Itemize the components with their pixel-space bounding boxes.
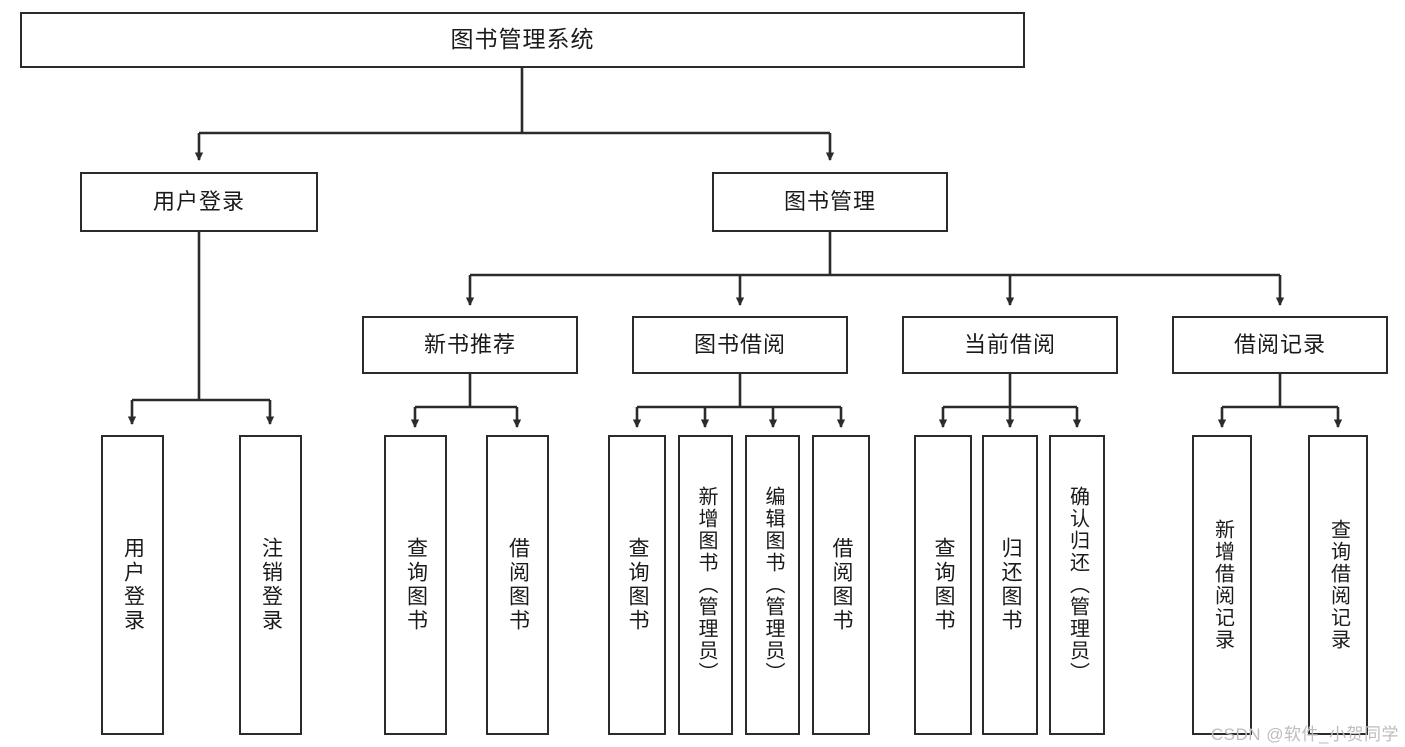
node-label: 查询图书 [932,537,956,633]
node-label: 新增图书（管理员） [695,486,717,684]
node-label: 借阅图书 [830,537,854,633]
node-label: 新增借阅记录 [1211,519,1234,651]
node-label: 查询图书 [626,537,650,633]
leaf-borrow-query-book[interactable]: 查询图书 [608,435,666,735]
node-book-borrow[interactable]: 图书借阅 [632,316,848,374]
node-label: 用户登录 [121,537,145,633]
node-label: 借阅图书 [506,537,530,633]
leaf-recommend-borrow-book[interactable]: 借阅图书 [486,435,549,735]
node-label: 借阅记录 [1233,331,1326,357]
csdn-watermark: CSDN @软件_小贺同学 [1210,725,1399,744]
node-label: 图书管理系统 [450,26,595,53]
node-label: 查询借阅记录 [1327,519,1350,651]
leaf-record-query-record[interactable]: 查询借阅记录 [1308,435,1368,735]
node-label: 注销登录 [259,537,283,633]
leaf-current-return-book[interactable]: 归还图书 [982,435,1038,735]
node-borrow-record[interactable]: 借阅记录 [1172,316,1388,374]
node-label: 图书借阅 [693,331,786,357]
node-label: 图书管理 [783,188,876,214]
leaf-current-confirm-return-admin[interactable]: 确认归还（管理员） [1049,435,1105,735]
node-label: 当前借阅 [963,331,1056,357]
leaf-current-query-book[interactable]: 查询图书 [914,435,972,735]
node-user-login[interactable]: 用户登录 [80,172,318,232]
node-label: 用户登录 [152,188,245,214]
node-current-borrow[interactable]: 当前借阅 [902,316,1118,374]
leaf-record-add-record[interactable]: 新增借阅记录 [1192,435,1252,735]
node-label: 编辑图书（管理员） [762,486,784,684]
leaf-user-login-signout[interactable]: 注销登录 [239,435,302,735]
leaf-borrow-edit-book-admin[interactable]: 编辑图书（管理员） [745,435,800,735]
leaf-user-login-signin[interactable]: 用户登录 [101,435,164,735]
node-label: 查询图书 [404,537,428,633]
leaf-recommend-query-book[interactable]: 查询图书 [384,435,447,735]
leaf-borrow-add-book-admin[interactable]: 新增图书（管理员） [678,435,733,735]
node-book-management[interactable]: 图书管理 [712,172,948,232]
leaf-borrow-borrow-book[interactable]: 借阅图书 [812,435,870,735]
node-label: 新书推荐 [423,331,516,357]
node-label: 归还图书 [999,537,1023,633]
node-new-book-recommend[interactable]: 新书推荐 [362,316,578,374]
node-label: 确认归还（管理员） [1066,486,1089,684]
node-root-system[interactable]: 图书管理系统 [20,12,1025,68]
